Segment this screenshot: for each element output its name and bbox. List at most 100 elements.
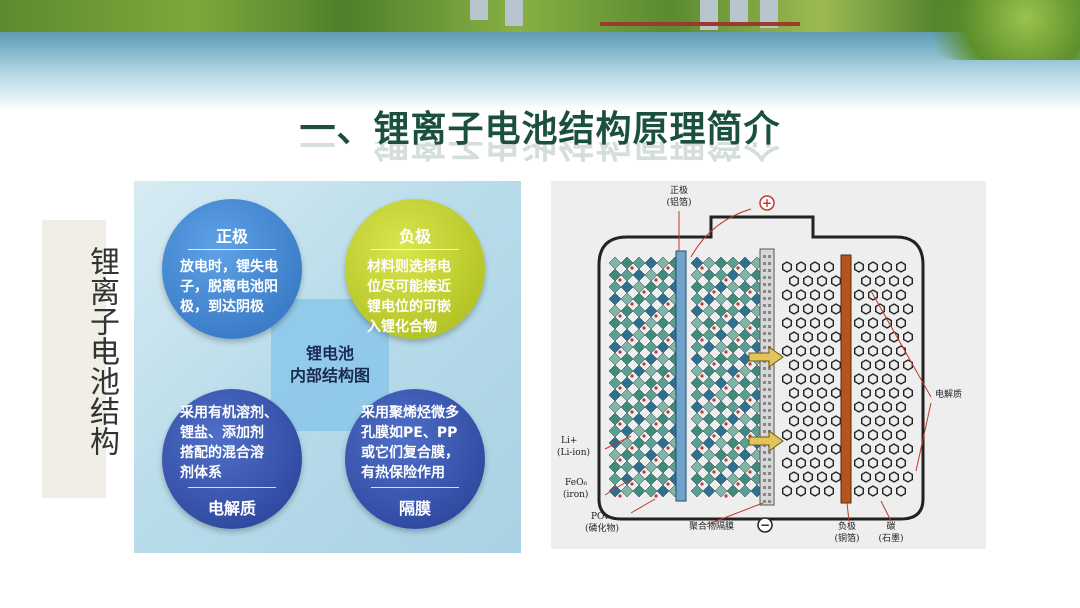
graphite-hexagon [824, 485, 834, 497]
graphite-hexagon [795, 289, 807, 301]
crystal-cell [690, 316, 704, 330]
crystal-cell [714, 388, 728, 402]
li-ion-dot [700, 482, 704, 486]
crystal-cell [714, 460, 728, 474]
li-ion-dot [630, 482, 634, 486]
graphite-hexagon [781, 261, 793, 273]
separator-pore [768, 318, 771, 321]
separator-pore [768, 472, 771, 475]
crystal-cell [690, 448, 704, 462]
graphite-hexagon [802, 443, 813, 455]
graphite-hexagon [824, 373, 834, 385]
crystal-cell [608, 316, 622, 330]
electrolyte-body-line: 采用有机溶剂、 [180, 405, 278, 421]
graphite-hexagon [802, 275, 813, 287]
crystal-cell [714, 352, 728, 366]
positive-label: 正极 [670, 184, 688, 196]
li-ion-dot [712, 434, 716, 438]
separator-body-line: 孔膜如PE、PP [361, 425, 458, 441]
separator-pore [768, 262, 771, 265]
graphite-hexagon [868, 373, 878, 385]
graphite-hexagon [817, 415, 827, 427]
positive-body-line: 放电时，锂失电 [180, 259, 278, 275]
graphite-hexagon [903, 275, 913, 287]
crystal-cell [644, 460, 658, 474]
crystal-cell [632, 436, 646, 450]
li-ion-dot [666, 482, 670, 486]
graphite-hexagon [817, 471, 827, 483]
li-ion-dot [700, 374, 704, 378]
separator-pore [768, 493, 771, 496]
crystal-cell [656, 352, 670, 366]
separator-pore [768, 409, 771, 412]
separator-pore [763, 269, 766, 272]
crystal-cell [726, 424, 740, 438]
separator-pore [768, 332, 771, 335]
separator-pore [763, 416, 766, 419]
separator-pore [763, 500, 766, 503]
graphite-hexagon [810, 373, 820, 385]
side-label-text: 锂离子电池结构 [84, 246, 119, 456]
crystal-cell [608, 364, 622, 378]
graphite-hexagon [817, 387, 827, 399]
separator-pore [768, 297, 771, 300]
li-ion-dot [654, 458, 658, 462]
separator-pore [768, 255, 771, 258]
crystal-cell [632, 340, 646, 354]
crystal-cell [608, 388, 622, 402]
li-ion-dot [654, 494, 658, 498]
graphite-hexagon [795, 373, 807, 385]
crystal-cell [644, 400, 658, 414]
li-ion-dot [618, 314, 622, 318]
separator-pore [768, 395, 771, 398]
li-ion-dot [630, 446, 634, 450]
graphite-hexagon [824, 289, 834, 301]
graphite-hexagon [781, 457, 793, 469]
li-ion-dot [666, 410, 670, 414]
graphite-hexagon [781, 429, 793, 441]
crystal-cell [702, 364, 716, 378]
graphite-hexagon [831, 331, 841, 343]
graphite-hexagon [781, 317, 793, 329]
li-ion-dot [700, 338, 704, 342]
crystal-cell [738, 304, 752, 318]
carbon-label: 碳 [886, 520, 895, 532]
crystal-cell [632, 472, 646, 486]
li-ion-dot [724, 350, 728, 354]
crystal-cell [726, 484, 740, 498]
li-ion-dot [736, 446, 740, 450]
separator-pore [768, 500, 771, 503]
crystal-cell [656, 448, 670, 462]
negative-body-line: 材料则选择电 [367, 259, 451, 275]
crystal-cell [714, 436, 728, 450]
graphite-hexagon [896, 457, 906, 469]
graphite-hexagon [903, 471, 913, 483]
graphite-hexagon [903, 359, 913, 371]
graphite-hexagon [889, 359, 899, 371]
crystal-cell [632, 400, 646, 414]
graphite-hexagon [788, 443, 800, 455]
graphite-hexagon [824, 457, 834, 469]
graphite-hexagon [875, 275, 885, 287]
crystal-cell [702, 412, 716, 426]
positive-sub-label: (铝箔) [666, 196, 691, 208]
crystal-cell [608, 472, 622, 486]
crystal-cell [714, 472, 728, 486]
crystal-cell [656, 460, 670, 474]
graphite-hexagon [824, 401, 834, 413]
graphite-hexagon [781, 289, 793, 301]
minus-terminal-icon [757, 517, 773, 533]
graphite-hexagon [781, 373, 793, 385]
crystal-cell [608, 436, 622, 450]
graphite-hexagon [802, 471, 813, 483]
electrolyte-body: 采用有机溶剂、 锂盐、添加剂 搭配的混合溶 剂体系 [180, 403, 288, 483]
negative-label: 负极 [838, 520, 856, 532]
crystal-cell [702, 448, 716, 462]
crystal-cell [690, 304, 704, 318]
separator-pore [768, 465, 771, 468]
crystal-cell [702, 376, 716, 390]
li-ion-dot [642, 434, 646, 438]
separator-body-line: 或它们复合膜， [361, 445, 459, 461]
crystal-cell [714, 484, 728, 498]
separator-pore [763, 493, 766, 496]
